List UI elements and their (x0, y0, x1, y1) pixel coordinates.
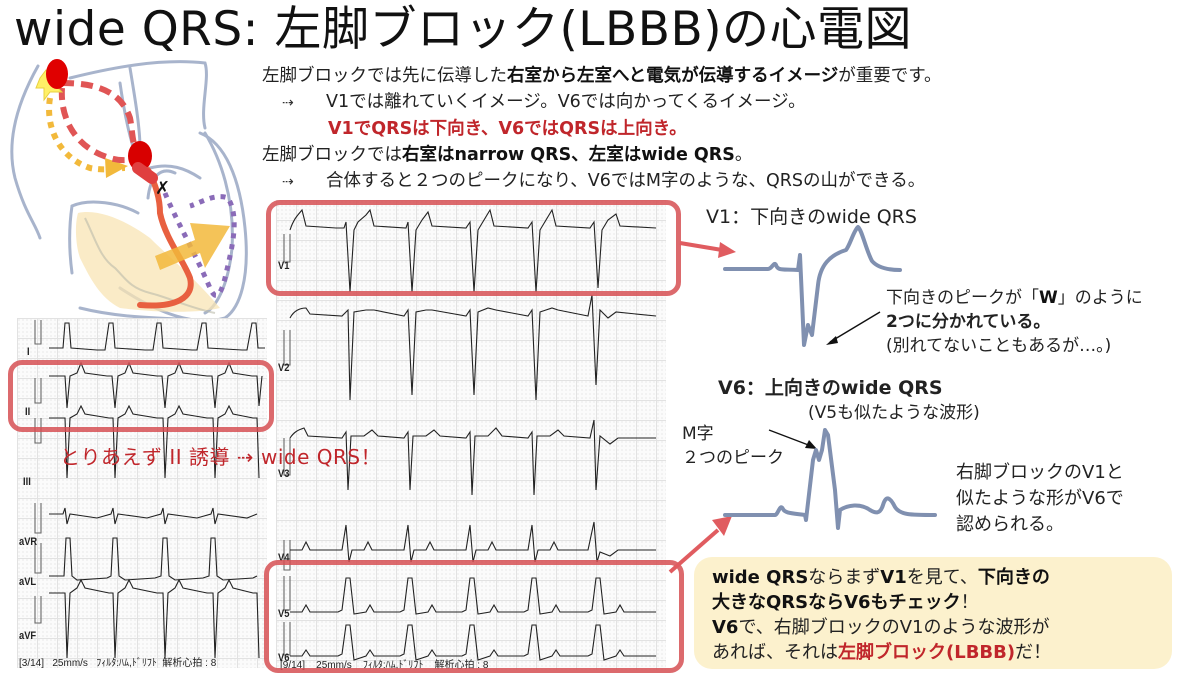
lead-label-I: I (27, 346, 30, 358)
V5-V6-highlight (264, 560, 684, 673)
V1-schematic-waveform (723, 225, 902, 347)
lead-label-V1: V1 (278, 260, 290, 272)
yellow-arrow-icon (105, 158, 128, 178)
V1-note-line-1: 下向きのピークが「W」のように (886, 288, 1143, 308)
intro-line-2: ⇢V1では離れていくイメージ。V6では向かってくるイメージ。 (282, 89, 806, 116)
arrow-head-icon (805, 440, 817, 449)
V6-connector-arrow (668, 516, 732, 574)
V6-heading: V6：上向きのwide QRS (718, 377, 943, 399)
lead-label-V2: V2 (278, 362, 290, 374)
lead-label-V4: V4 (278, 552, 290, 564)
V1-heading: V1：下向きのwide QRS (706, 206, 917, 228)
M-shape-label: M字 (682, 424, 714, 444)
av-node (128, 141, 152, 171)
callout-line-2: 大きなQRSならV6もチェック！ (712, 592, 979, 613)
V6-side-note-3: 認められる。 (956, 514, 1064, 535)
arrow-head-icon (826, 336, 838, 345)
intro-line-4: 左脚ブロックでは右室はnarrow QRS、左室はwide QRS。 (262, 145, 753, 165)
chest-ecg-footer: [9/14] 25mm/s ﾌｨﾙﾀ:ﾊﾑ,ﾄﾞﾘﾌﾄ 解析心拍 : 8 (280, 660, 489, 670)
sinus-node (46, 59, 68, 89)
V6-subheading: (V5も似たような波形) (808, 403, 980, 423)
lead-label-II: II (25, 406, 31, 418)
V6-schematic-waveform (723, 428, 937, 530)
callout-line-4: あれば、それは左脚ブロック(LBBB)だ！ (712, 642, 1052, 663)
limb-ecg-traces (34, 320, 265, 659)
V6-side-note-2: 似たような形がV6で (956, 488, 1124, 509)
M-pointer-arrow (768, 429, 817, 449)
lead-label-V3: V3 (278, 468, 290, 480)
chest-lead-ecg: V1 V2 V3 V4 V5 V6 [9/14] 25mm/s ﾌｨﾙﾀ:ﾊﾑ,… (276, 200, 666, 670)
title-prefix: wide QRS: (14, 2, 275, 57)
lead-II-annotation: とりあえず II 誘導 ⇢ wide QRS！ (60, 445, 382, 469)
dotted-arrow-icon: ⇢ (282, 95, 294, 111)
lead-label-aVL: aVL (19, 576, 37, 588)
intro-line-5: ⇢合体すると２つのピークになり、V6ではM字のような、QRSの山ができる。 (282, 168, 925, 195)
summary-callout: wide QRSならまずV1を見て、下向きの 大きなQRSならV6もチェック！ … (694, 557, 1172, 669)
lead-label-V6: V6 (278, 652, 290, 664)
heart-outline (10, 64, 42, 240)
intro-line-3-emphasis: V1でQRSは下向き、V6ではQRSは上向き。 (328, 119, 687, 139)
V1-highlight (266, 200, 681, 296)
callout-line-1: wide QRSならまずV1を見て、下向きの (712, 567, 1050, 588)
W-pointer-arrow (826, 311, 881, 345)
heart-conduction-diagram: ✗ (10, 59, 248, 318)
arrow-head-icon (718, 242, 736, 258)
V1-note-line-3: (別れてないこともあるが…。) (886, 336, 1112, 356)
chest-ecg-traces (283, 208, 657, 661)
callout-line-3: V6で、右脚ブロックのV1のような波形が (712, 617, 1050, 638)
ventricle-shade (75, 212, 220, 312)
two-peaks-label: ２つのピーク (682, 448, 784, 468)
arrow-head-icon (712, 516, 732, 536)
limb-lead-ecg: I II III aVR aVL aVF [3/14] 25mm/s ﾌｨﾙﾀ:… (17, 318, 267, 668)
dotted-arrow-icon: ⇢ (282, 174, 294, 190)
depolarization-arrow-icon (155, 223, 230, 270)
limb-ecg-footer: [3/14] 25mm/s ﾌｨﾙﾀ:ﾊﾑ,ﾄﾞﾘﾌﾄ 解析心拍 : 8 (19, 658, 217, 668)
intro-line-1: 左脚ブロックでは先に伝導した右室から左室へと電気が伝導するイメージが重要です。 (262, 66, 942, 86)
V6-side-note-1: 右脚ブロックのV1と (956, 462, 1124, 483)
lead-label-V5: V5 (278, 608, 290, 620)
lead-label-aVF: aVF (19, 630, 37, 642)
V1-note-line-2: 2つに分かれている。 (886, 312, 1051, 332)
lead-II-highlight (8, 360, 274, 432)
lead-label-III: III (23, 476, 31, 488)
V1-connector-arrow (679, 241, 736, 258)
title-main: 左脚ブロック(LBBB)の心電図 (274, 2, 913, 57)
red-conduction-path (58, 80, 138, 164)
lead-label-aVR: aVR (19, 536, 38, 548)
page-title: wide QRS: 左脚ブロック(LBBB)の心電図 (14, 2, 912, 58)
